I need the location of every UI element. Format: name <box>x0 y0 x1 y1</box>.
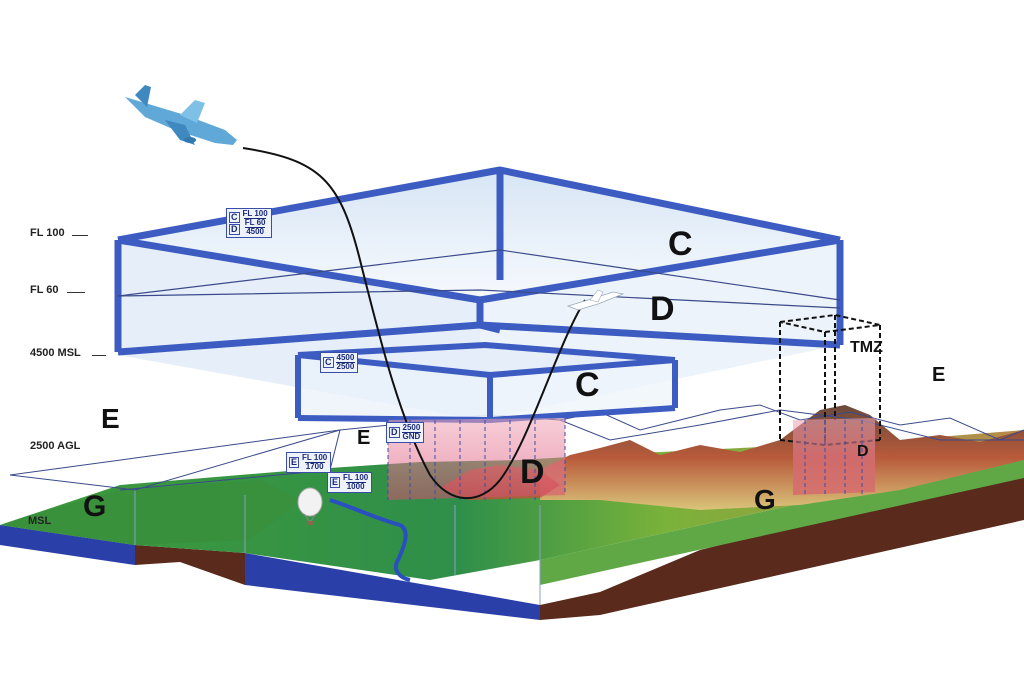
class-g-left-letter: G <box>83 490 107 523</box>
balloon-icon <box>297 487 323 525</box>
class-d-small-letter: D <box>857 443 869 460</box>
box-class-letter: E <box>330 477 341 488</box>
airliner-icon <box>125 85 237 145</box>
mountain-range <box>540 405 1024 510</box>
box-ceiling: 4500 <box>336 353 355 362</box>
altitude-tick-fl60 <box>67 292 85 293</box>
box-floor: 1700 <box>304 462 325 471</box>
class-e-mid-letter: E <box>357 427 371 449</box>
class-e-left-letter: E <box>101 403 120 434</box>
class-c-upper-letter: C <box>668 225 693 263</box>
terrain-left <box>0 480 300 545</box>
box-class-letter: D <box>389 427 400 438</box>
altitude-label-msl: MSL <box>28 515 52 527</box>
class-c-lower-airspace <box>295 342 678 423</box>
airspace-box-cd-upper: C D FL 100 FL 60 4500 <box>226 208 272 238</box>
class-e-right-letter: E <box>932 364 946 386</box>
ground-glass-edges <box>134 490 541 605</box>
airspace-box-e-1700: E FL 100 1700 <box>286 452 332 473</box>
airspace-box-c-lower: C 4500 2500 <box>320 352 359 373</box>
altitude-label-fl100: FL 100 <box>30 227 65 239</box>
class-d-upper-letter: D <box>650 290 675 328</box>
altitude-label-fl60: FL 60 <box>30 284 59 296</box>
class-d-small-airspace <box>793 418 875 495</box>
airspace-box-e-1000: E FL 100 1000 <box>327 472 373 493</box>
river <box>329 498 411 582</box>
class-g-right-letter: G <box>754 484 776 515</box>
airspace-box-d-surface: D 2500 GND <box>386 422 425 443</box>
altitude-label-2500agl: 2500 AGL <box>30 440 81 452</box>
box-class-letter: C <box>229 211 240 223</box>
soil-slab-left <box>135 545 245 585</box>
box-class-letter: E <box>289 457 300 468</box>
box-floor: 2500 <box>335 362 356 371</box>
tmz-label: TMZ <box>850 339 883 356</box>
small-jet-icon <box>566 289 625 311</box>
box-class-letter: D <box>229 223 240 235</box>
box-divider-alt: FL 60 <box>243 218 267 227</box>
altitude-tick-fl100 <box>72 235 88 236</box>
box-floor: 1000 <box>345 482 366 491</box>
water-slab-center <box>245 553 540 620</box>
flight-path <box>242 147 586 500</box>
box-ceiling: 2500 <box>402 423 421 432</box>
water-slab-left <box>0 525 135 565</box>
box-ceiling: FL 100 <box>343 473 369 482</box>
class-c-lower-letter: C <box>575 366 600 404</box>
soil-slab-right <box>540 470 1024 620</box>
box-ceiling: FL 100 <box>242 209 268 218</box>
tmz-airspace <box>779 313 881 495</box>
altitude-label-4500msl: 4500 MSL <box>30 347 81 359</box>
altitude-tick-4500msl <box>92 355 106 356</box>
box-floor: 4500 <box>245 227 265 236</box>
box-ceiling: FL 100 <box>302 453 328 462</box>
box-class-letter: C <box>323 357 334 368</box>
box-floor: GND <box>401 432 422 441</box>
class-d-surface-letter: D <box>520 453 545 491</box>
